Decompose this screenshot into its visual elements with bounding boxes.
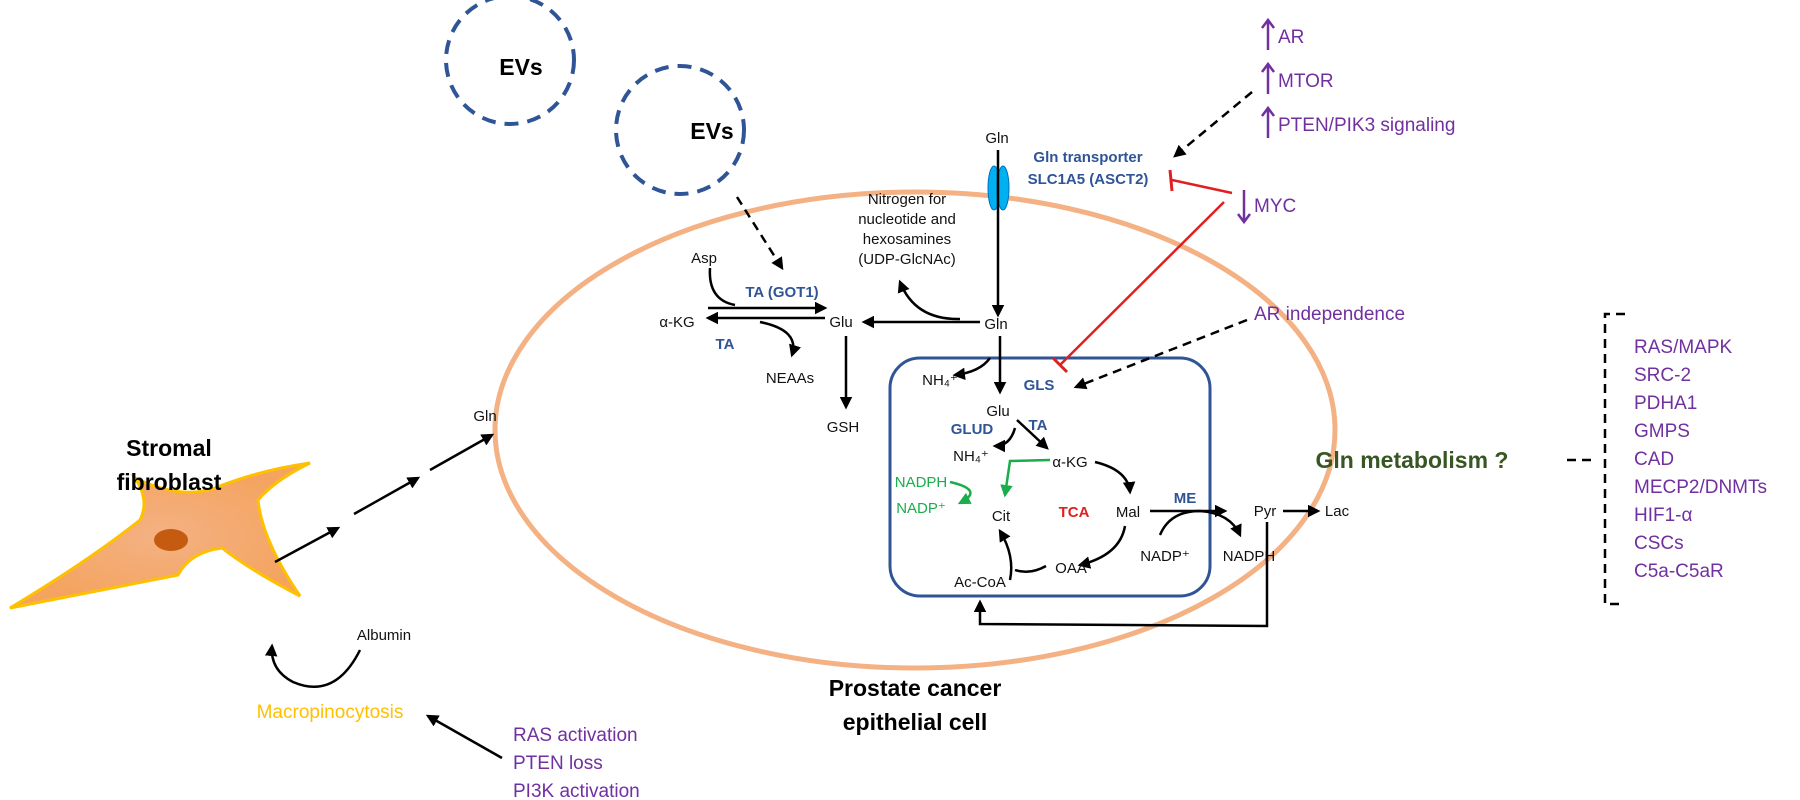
macro-reg-1: RAS activation <box>513 725 638 746</box>
me-cofactor-arrow <box>1158 509 1242 538</box>
mal-to-oaa-arrow <box>1077 525 1127 569</box>
transporter-label-2: SLC1A5 (ASCT2) <box>1028 171 1149 188</box>
akg-left: α-KG <box>659 314 694 331</box>
neaas: NEAAs <box>766 370 814 387</box>
gln-factor: CAD <box>1634 449 1674 470</box>
glu-left: Glu <box>829 314 852 331</box>
accoa: Ac-CoA <box>954 574 1006 591</box>
gsh: GSH <box>827 419 860 436</box>
cell-membrane <box>492 189 1338 671</box>
neaas-arrow <box>759 320 801 358</box>
ev-circle-2 <box>614 64 746 196</box>
nitrogen-note-3: hexosamines <box>863 231 951 248</box>
reductive-carboxylation-arrow <box>1000 458 1051 498</box>
gln-metabolism-label: Gln metabolism ? <box>1316 447 1509 473</box>
gln-factors-list: RAS/MAPK SRC-2 PDHA1 GMPS CAD MECP2/DNMT… <box>1634 337 1767 582</box>
ar-independence-label: AR independence <box>1254 304 1405 325</box>
akg-mito: α-KG <box>1052 454 1087 471</box>
gln-factor: PDHA1 <box>1634 393 1697 414</box>
stroma-gln-arrow-1 <box>274 526 341 564</box>
nh4-glud: NH₄⁺ <box>953 448 989 465</box>
myc-inhibit-transporter <box>1171 178 1233 195</box>
glu-mito: Glu <box>986 403 1009 420</box>
transporter-label-1: Gln transporter <box>1033 149 1142 166</box>
nitrogen-note-1: Nitrogen for <box>868 191 946 208</box>
gls-nh4-arrow <box>952 357 992 381</box>
nitrogen-arrow <box>897 279 961 321</box>
stroma-gln-arrow-3 <box>429 433 495 472</box>
reg-to-transporter-arrow <box>1173 91 1253 158</box>
enzyme-gls: GLS <box>1024 377 1055 394</box>
macro-reg-2: PTEN loss <box>513 753 603 774</box>
nh4-gls: NH₄⁺ <box>922 372 958 389</box>
nadph-green: NADPH <box>895 474 948 491</box>
gln-factor: HIF1-α <box>1634 505 1693 526</box>
stroma-gln-arrow-2 <box>353 476 421 516</box>
ar-independence-arrow <box>1073 318 1248 390</box>
stromal-label-2: fibroblast <box>117 469 222 495</box>
gln-factor: CSCs <box>1634 533 1684 554</box>
macro-regulator-arrow <box>425 714 503 760</box>
ev-label-1: EVs <box>499 54 542 80</box>
nitrogen-note-4: (UDP-GlcNAc) <box>858 251 956 268</box>
cell-label-2: epithelial cell <box>843 709 987 735</box>
glud-nh4-arrow <box>992 427 1017 453</box>
gln-stroma: Gln <box>473 408 496 425</box>
akg-to-mal-arrow <box>1094 460 1136 495</box>
tca-label: TCA <box>1059 504 1090 521</box>
enzyme-me: ME <box>1174 490 1197 507</box>
gln-mid: Gln <box>984 316 1007 333</box>
cell-label-1: Prostate cancer <box>829 675 1002 701</box>
mitochondrion-box <box>888 356 1212 598</box>
gln-factor: SRC-2 <box>1634 365 1691 386</box>
macro-reg-3: PI3K activation <box>513 781 640 800</box>
myc-inhibit-gls <box>1059 201 1225 366</box>
stromal-fibroblast-shape <box>9 461 311 610</box>
albumin-uptake-arrow <box>264 643 362 688</box>
mal: Mal <box>1116 504 1140 521</box>
gln-top: Gln <box>985 130 1008 147</box>
enzyme-ta-left: TA <box>716 336 735 353</box>
enzyme-ta-got1: TA (GOT1) <box>745 284 818 301</box>
ev-circle-1 <box>444 0 576 126</box>
myc-label: MYC <box>1254 196 1296 217</box>
accoa-to-cit-arrow <box>998 528 1013 581</box>
pyr: Pyr <box>1254 503 1277 520</box>
pyr-to-accoa-arrow <box>973 522 1269 628</box>
nadp-green: NADP⁺ <box>896 500 946 517</box>
enzyme-ta-mito: TA <box>1029 417 1048 434</box>
nitrogen-note-2: nucleotide and <box>858 211 956 228</box>
enzyme-glud: GLUD <box>951 421 994 438</box>
albumin: Albumin <box>357 627 411 644</box>
nadph-me: NADPH <box>1223 548 1276 565</box>
stromal-label-1: Stromal <box>126 435 212 461</box>
gln-factors-bracket <box>1603 312 1625 606</box>
asp-arrow <box>708 267 736 307</box>
nadph-green-arrow <box>949 480 972 505</box>
gln-factor: RAS/MAPK <box>1634 337 1733 358</box>
asp: Asp <box>691 250 717 267</box>
oaa-to-cit-join <box>1014 564 1047 574</box>
reg-mtor: MTOR <box>1278 71 1334 92</box>
lac: Lac <box>1325 503 1350 520</box>
reg-pten-pik3: PTEN/PIK3 signaling <box>1278 115 1455 136</box>
regulators-top: AR MTOR PTEN/PIK3 signaling <box>1261 17 1455 138</box>
gln-factor: MECP2/DNMTs <box>1634 477 1767 498</box>
gln-factor: GMPS <box>1634 421 1690 442</box>
oaa: OAA <box>1055 560 1087 577</box>
reg-ar: AR <box>1278 27 1304 48</box>
macropinocytosis: Macropinocytosis <box>257 702 404 723</box>
ev-label-2: EVs <box>690 118 733 144</box>
gln-factor: C5a-C5aR <box>1634 561 1724 582</box>
nadp-me: NADP⁺ <box>1140 548 1190 565</box>
glu-to-akg-mito-arrow <box>1016 419 1049 450</box>
cit: Cit <box>992 508 1011 525</box>
